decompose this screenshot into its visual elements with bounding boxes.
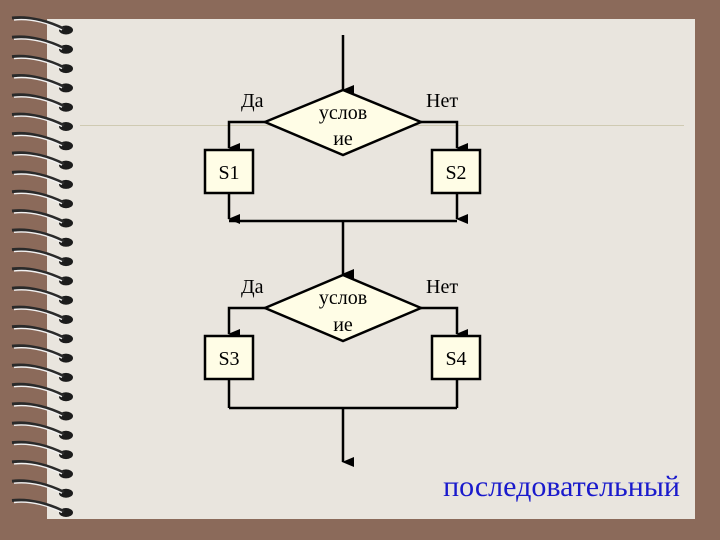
yes-label-2: Да xyxy=(241,276,264,298)
no-label-1: Нет xyxy=(426,90,458,112)
s1-box xyxy=(203,148,255,195)
s2-box xyxy=(430,148,482,195)
s3-label: S3 xyxy=(218,348,239,370)
yes-label-1: Да xyxy=(241,90,264,112)
no-label-2: Нет xyxy=(426,276,458,298)
condition-diamond-1 xyxy=(261,88,425,157)
s1-label: S1 xyxy=(218,162,239,184)
s3-box xyxy=(203,334,255,381)
spiral-binding xyxy=(11,16,73,517)
yes-branch-line-2 xyxy=(227,306,265,339)
condition-text-1b: ие xyxy=(333,128,353,150)
yes-branch-line-1 xyxy=(227,120,265,153)
condition-text-1a: услов xyxy=(319,102,367,124)
condition-text-2b: ие xyxy=(333,314,353,336)
s4-box xyxy=(430,334,482,381)
s2-label: S2 xyxy=(445,162,466,184)
no-branch-line-1 xyxy=(421,120,468,153)
s4-label: S4 xyxy=(445,348,466,370)
condition-diamond-2 xyxy=(261,273,425,343)
caption-text: последовательный xyxy=(443,470,680,503)
no-branch-line-2 xyxy=(421,306,468,339)
condition-text-2a: услов xyxy=(319,287,367,309)
